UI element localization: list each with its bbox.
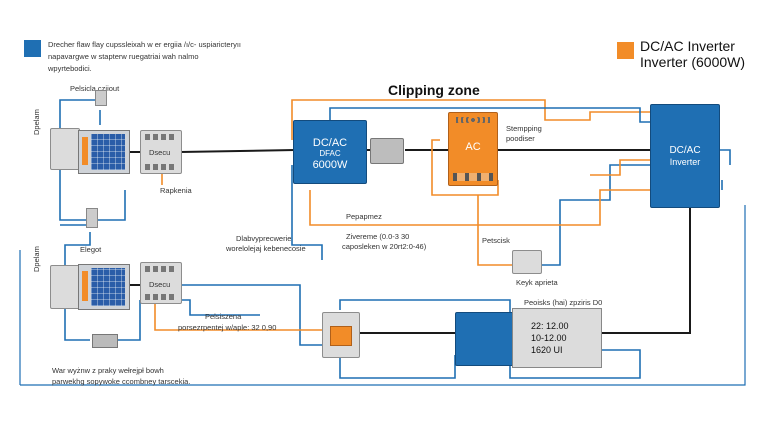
combiner-top-breakers [145, 134, 175, 140]
battery-line2: 10-12.00 [531, 333, 567, 343]
pelsiszena-label-1: Pelsiszena [205, 312, 242, 321]
right-inverter-line2: Inverter [669, 157, 701, 167]
main-inverter-line2: DFAC [319, 149, 341, 158]
right-inverter-line1: DC/AC [669, 145, 701, 156]
main-inverter: DC/AC DFAC 6000W [293, 120, 367, 184]
pv-panel-top [78, 130, 130, 174]
combiner-bottom-breakers [145, 266, 175, 272]
keyk-label: Keyk aprieta [516, 278, 558, 287]
battery-line1: 22: 12.00 [531, 321, 569, 331]
battery-meter: 22: 12.00 10-12.00 1620 UI [512, 308, 602, 368]
rapkenia-label: Rapkenia [160, 186, 192, 195]
legend-orange-swatch [617, 42, 634, 59]
legend-blue-text-1: Drecher flaw flay cupssleixah w er ergii… [48, 40, 241, 49]
key-switch [512, 250, 542, 274]
pv-junction-box-top [50, 128, 80, 170]
footnote-line2: parwekhg sopywoke ccombney tarscekia. [52, 377, 191, 386]
inverter-output-connector [370, 138, 404, 164]
pv-panel-bottom [78, 264, 130, 310]
dlabvypre-label-2: worelolejaj kebenecosie [226, 244, 306, 253]
legend-blue-swatch [24, 40, 41, 57]
pv-panel-bottom-cells [91, 268, 125, 306]
pelsiszena-label-2: porsezrpentej w/aple: 32 0,90 [178, 323, 277, 332]
bottom-connector [92, 334, 118, 348]
peoisks-label: Peoisks (hai) zpziris D0 [524, 298, 603, 307]
legend-blue-text-2: napavargwe w stapterw ruegatriai wah nal… [48, 52, 199, 61]
mid-connector [86, 208, 98, 228]
battery-disconnect-switch [330, 326, 352, 346]
ac-disconnect: AC [448, 112, 498, 186]
ac-label: AC [465, 141, 481, 153]
pv-panel-top-cells [91, 134, 125, 170]
dsecu-top-label: Dsecu [149, 148, 171, 157]
right-inverter: DC/AC Inverter [650, 104, 720, 208]
legend-blue-text-3: wpyrtebodici. [48, 64, 92, 73]
pv-panel-top-orange-strip [82, 137, 88, 165]
petscisk-label: Petscisk [482, 236, 510, 245]
dlabvypre-label-1: Dlabvyprecwerie [236, 234, 292, 243]
ac-top-terminals [453, 117, 493, 123]
battery-bank [455, 312, 517, 366]
combiner-box-top [140, 130, 182, 174]
dpelam-bottom-label: Dpelam [32, 246, 41, 272]
pelsicla-label: Pelsicla çziiout [70, 84, 120, 93]
combiner-box-bottom [140, 262, 182, 304]
combiner-top-terminals [145, 164, 175, 170]
battery-disconnect [322, 312, 360, 358]
main-inverter-line3: 6000W [312, 159, 348, 171]
top-connector [95, 90, 107, 106]
stempping-label-2: poodiser [506, 134, 535, 143]
battery-line3: 1620 UI [531, 345, 563, 355]
dsecu-bottom-label: Dsecu [149, 280, 171, 289]
legend-orange-title-1: DC/AC Inverter [640, 38, 735, 54]
zivereme-label-2: caposleken w 20rt2:0-46) [342, 242, 427, 251]
pv-junction-box-bottom [50, 265, 80, 309]
footnote-line1: War wyżnw z praky wełrejpł bowh [52, 366, 164, 375]
combiner-bottom-terminals [145, 294, 175, 300]
zivereme-label-1: Zivereme (0.0-3 30 [346, 232, 410, 241]
diagram-title: Clipping zone [388, 82, 480, 98]
dpelam-top-label: Dpelam [32, 109, 41, 135]
ac-bottom-terminals [453, 173, 493, 181]
main-inverter-line1: DC/AC [312, 137, 348, 149]
pepapmez-label: Pepapmez [346, 212, 382, 221]
pv-panel-bottom-orange-strip [82, 271, 88, 301]
legend-orange-title-2: Inverter (6000W) [640, 54, 746, 70]
elegot-label: Elegot [80, 245, 102, 254]
stempping-label-1: Stempping [506, 124, 542, 133]
